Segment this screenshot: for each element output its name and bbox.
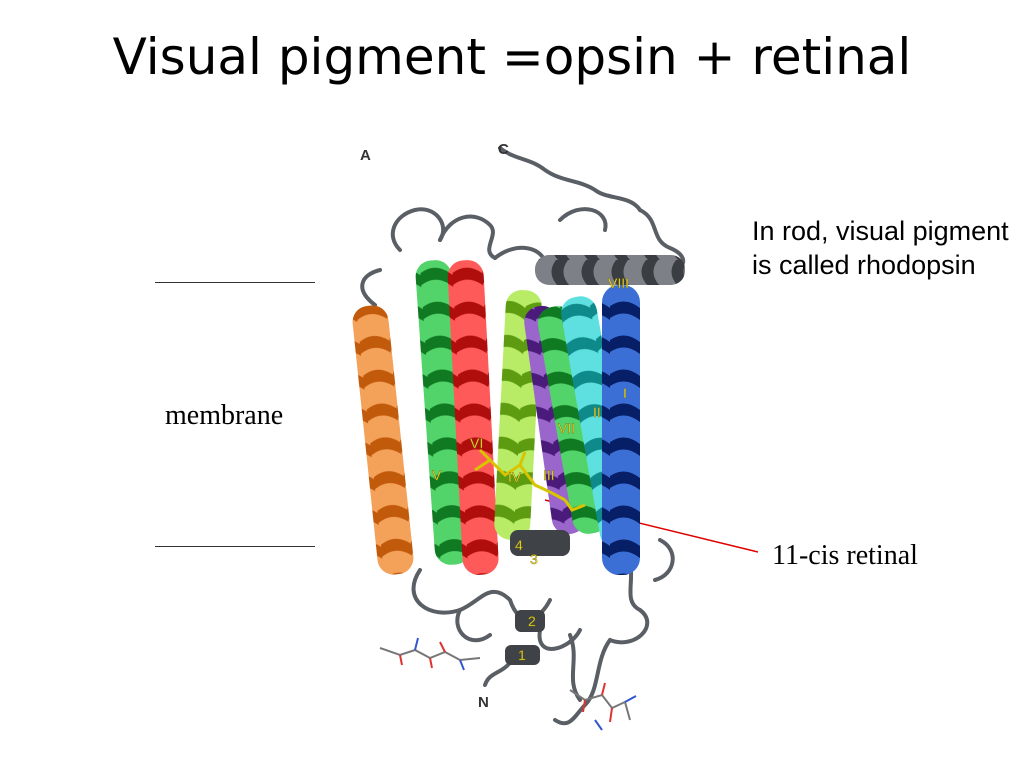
strand-2 [515,610,545,632]
helix-label-i: I [623,385,627,401]
slide-title: Visual pigment =opsin + retinal [112,28,912,86]
strand-3-4 [510,530,570,556]
loop-label-3: 3 [530,551,538,567]
retinal-chromophore [474,448,586,512]
helix-label-ii: II [593,404,601,420]
strand-1 [505,645,540,665]
rhodopsin-note: In rod, visual pigment is called rhodops… [752,216,1009,280]
glycan-sticks [379,637,637,731]
loop-label-4: 4 [515,537,523,553]
membrane-top-line [155,282,315,283]
panel-label: A [360,147,371,164]
loop-label-2: 2 [528,613,536,629]
membrane-bottom-line [155,546,315,547]
helix-label-vi: VI [470,435,483,451]
helix-v [352,305,414,575]
loop-label-1: 1 [518,647,526,663]
rhodopsin-structure-figure: A C N I II III IV V VI VII VIII 1 2 3 4 [340,130,730,760]
rhodopsin-ribbon-diagram: A C N I II III IV V VI VII VIII 1 2 3 4 [352,141,686,731]
helix-i [602,285,640,575]
helix-label-iii: III [543,467,555,483]
n-terminus-label: N [478,694,489,711]
helix-label-vii: VII [558,420,575,436]
helix-viii [535,255,685,285]
helix-vii-back [415,260,471,565]
helix-vi [447,260,499,575]
helix-label-v: V [432,467,442,483]
c-terminus-label: C [498,141,509,158]
helix-label-iv: IV [508,469,522,485]
membrane-label: membrane [165,400,284,431]
helix-label-viii: VIII [608,275,629,291]
retinal-label: 11-cis retinal [772,540,918,571]
